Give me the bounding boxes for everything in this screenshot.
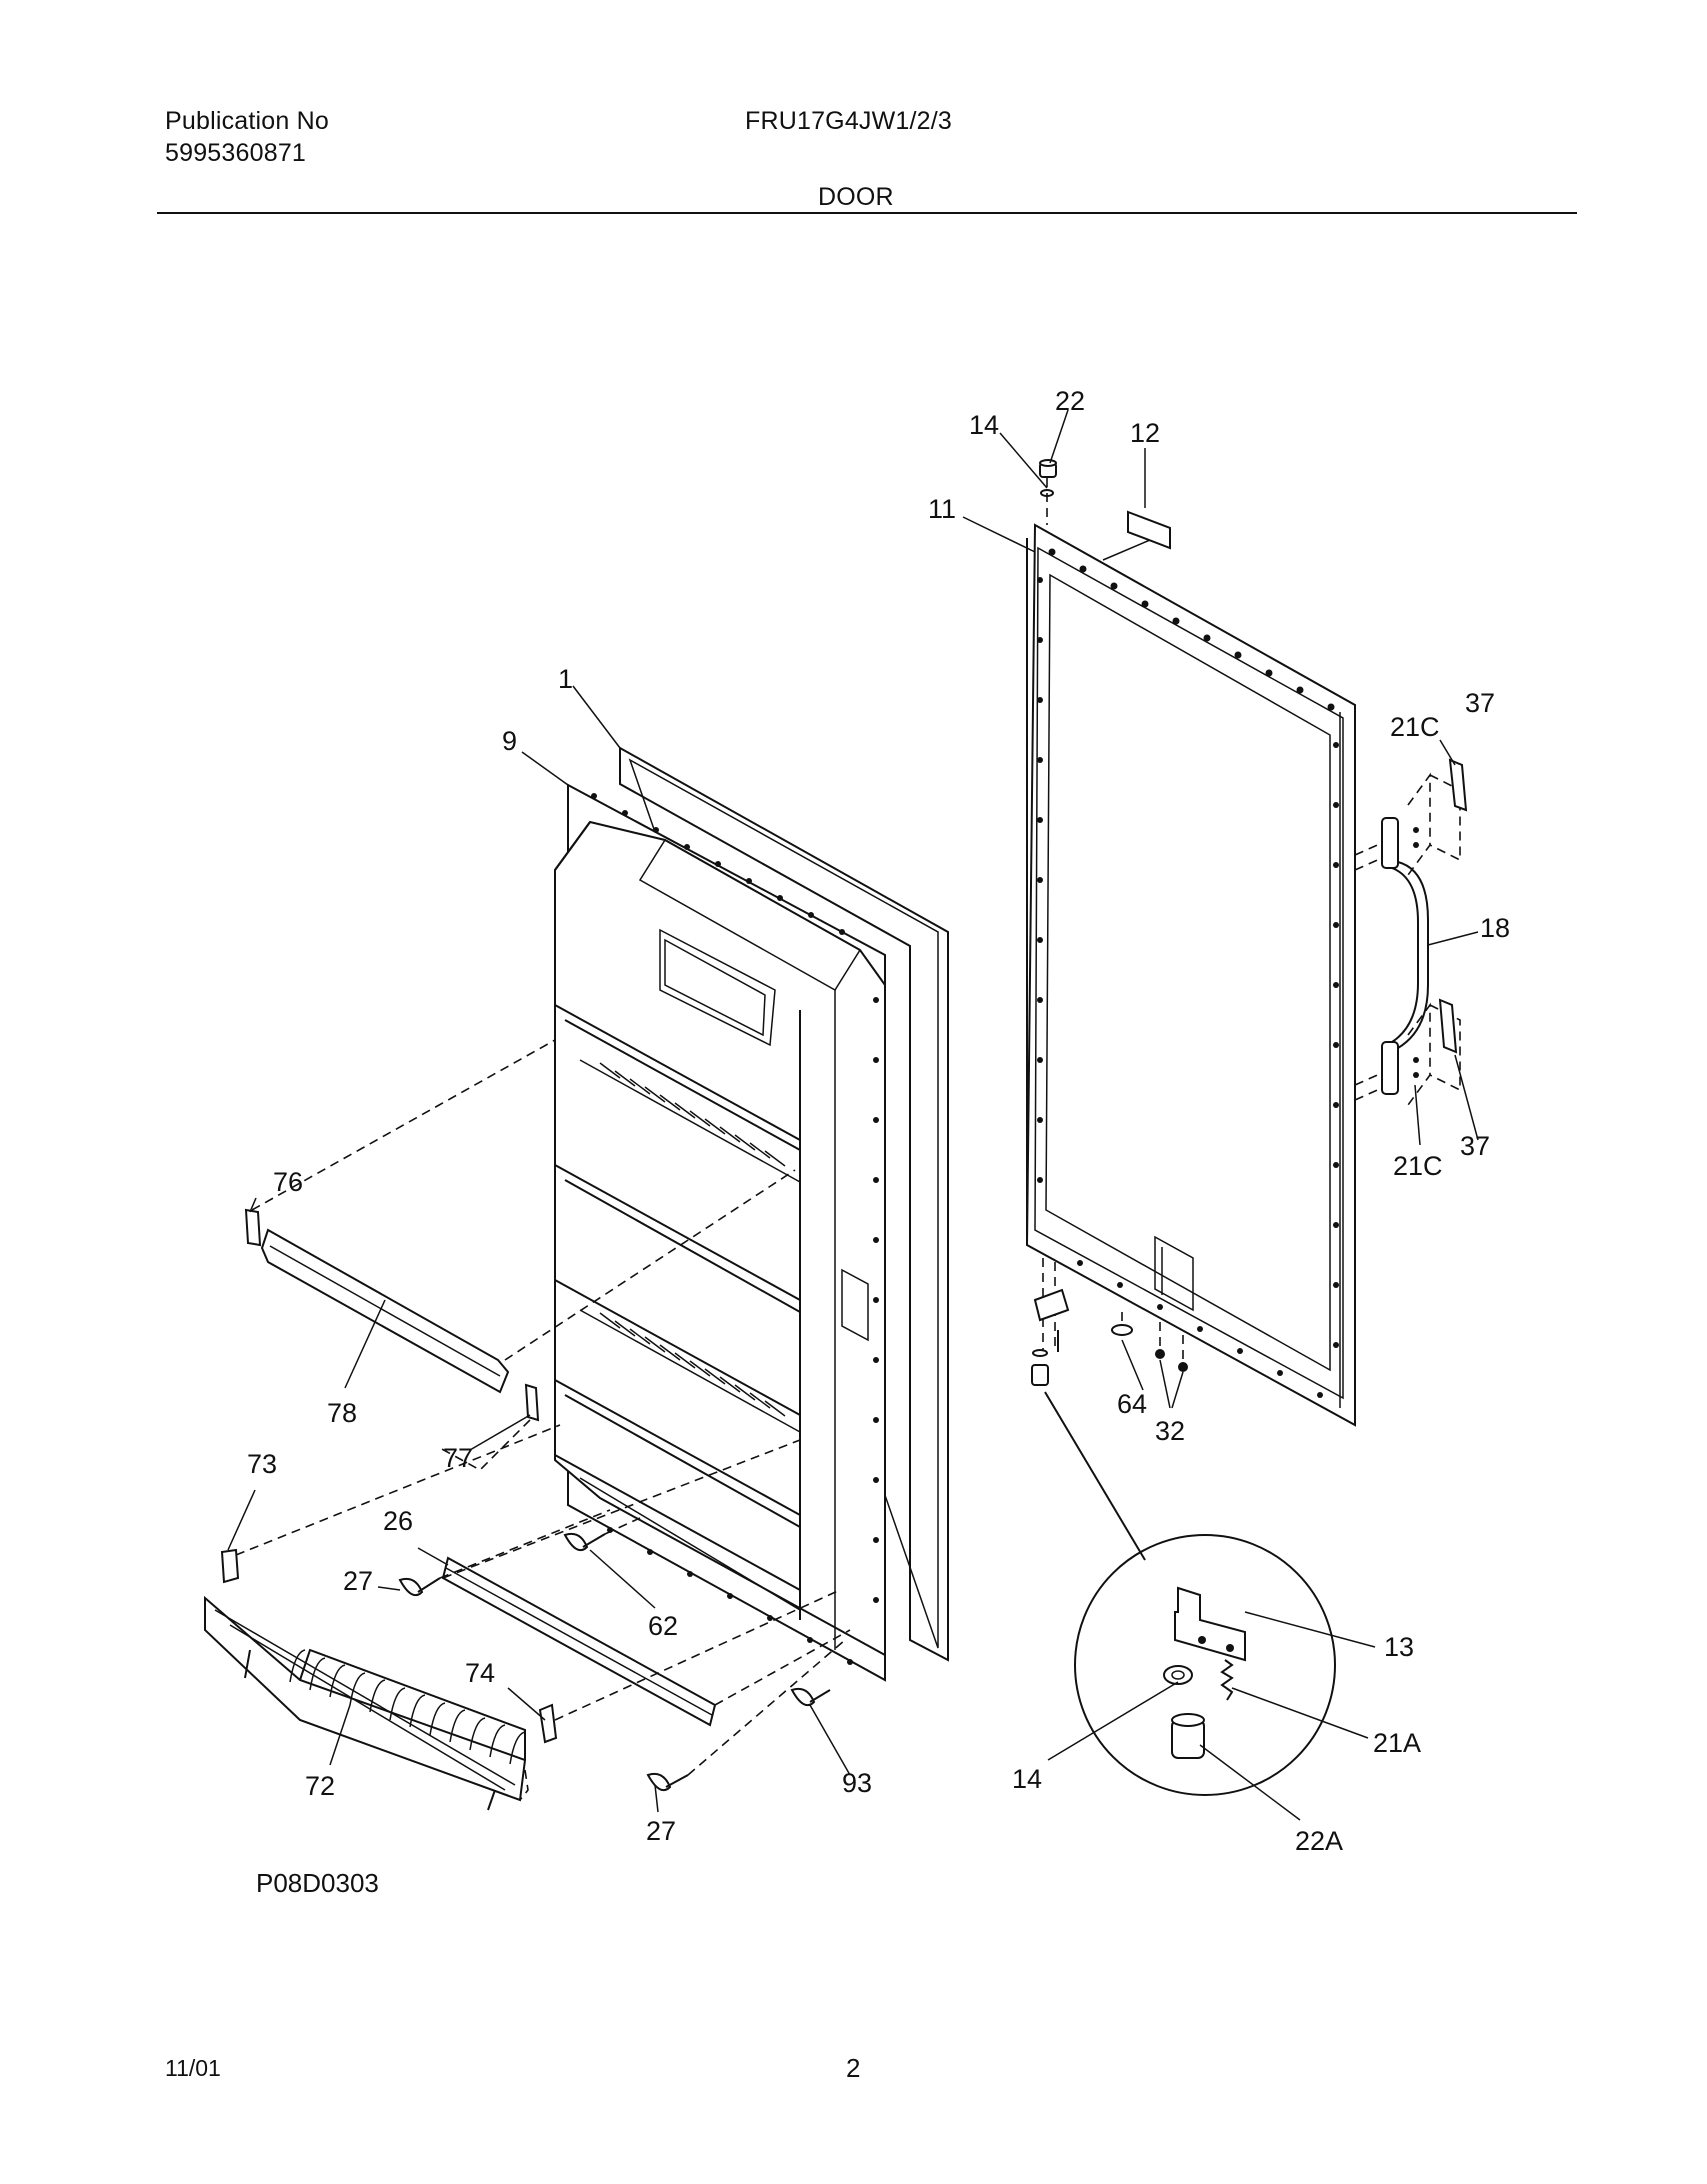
callout-27-bottom: 27 — [646, 1816, 676, 1846]
shelf-rail — [244, 1039, 796, 1471]
callout-21c-bottom: 21C — [1393, 1151, 1443, 1181]
section-title: DOOR — [818, 183, 894, 211]
callout-74: 74 — [465, 1658, 495, 1688]
callout-78: 78 — [327, 1398, 357, 1428]
callout-37-bottom: 37 — [1460, 1131, 1490, 1161]
callout-64: 64 — [1117, 1389, 1147, 1419]
callout-12: 12 — [1130, 418, 1160, 448]
publication-label: Publication No — [165, 107, 330, 135]
callout-1: 1 — [558, 664, 573, 694]
callout-22: 22 — [1055, 386, 1085, 416]
header-rule — [157, 212, 1577, 214]
callout-9: 9 — [502, 726, 517, 756]
door-handle — [1354, 772, 1461, 1106]
callout-76: 76 — [273, 1167, 303, 1197]
model-number: FRU17G4JW1/2/3 — [745, 107, 953, 135]
callout-21c-top: 21C — [1390, 712, 1440, 742]
bottom-shelf-bar — [441, 1439, 851, 1727]
leader-lines — [227, 409, 1479, 1821]
callout-26: 26 — [383, 1506, 413, 1536]
door-liner — [554, 783, 886, 1682]
part-12-label — [1127, 510, 1171, 550]
callout-14-detail: 14 — [1012, 1764, 1042, 1794]
callout-11: 11 — [928, 494, 956, 524]
callout-18: 18 — [1480, 913, 1510, 943]
handle-end-caps — [1438, 758, 1468, 1054]
outer-door-panel — [1025, 523, 1356, 1427]
callout-93: 93 — [842, 1768, 872, 1798]
page-number: 2 — [846, 2053, 861, 2083]
callout-72: 72 — [305, 1771, 335, 1801]
revision-date: 11/01 — [165, 2055, 221, 2081]
bottom-hinge-hardware — [1031, 1258, 1188, 1561]
callout-27-left: 27 — [343, 1566, 373, 1596]
publication-number: 5995360871 — [165, 139, 307, 167]
callout-14-top: 14 — [969, 410, 999, 440]
callout-13: 13 — [1384, 1632, 1414, 1662]
callout-37-top: 37 — [1465, 688, 1495, 718]
screws — [398, 1509, 846, 1791]
figure-code: P08D0303 — [256, 1868, 379, 1898]
callout-77: 77 — [443, 1443, 473, 1473]
callout-32: 32 — [1155, 1416, 1185, 1446]
callout-21a: 21A — [1373, 1728, 1421, 1758]
callout-labels: 1 9 11 12 13 14 14 18 21A 21C 21C 22 22A… — [247, 386, 1510, 1856]
callout-62: 62 — [648, 1611, 678, 1641]
hinge-detail-circle — [1074, 1534, 1336, 1796]
callout-22a: 22A — [1295, 1826, 1343, 1856]
bottom-basket — [204, 1424, 841, 1811]
top-hinge-pin — [1039, 459, 1057, 525]
callout-73: 73 — [247, 1449, 277, 1479]
